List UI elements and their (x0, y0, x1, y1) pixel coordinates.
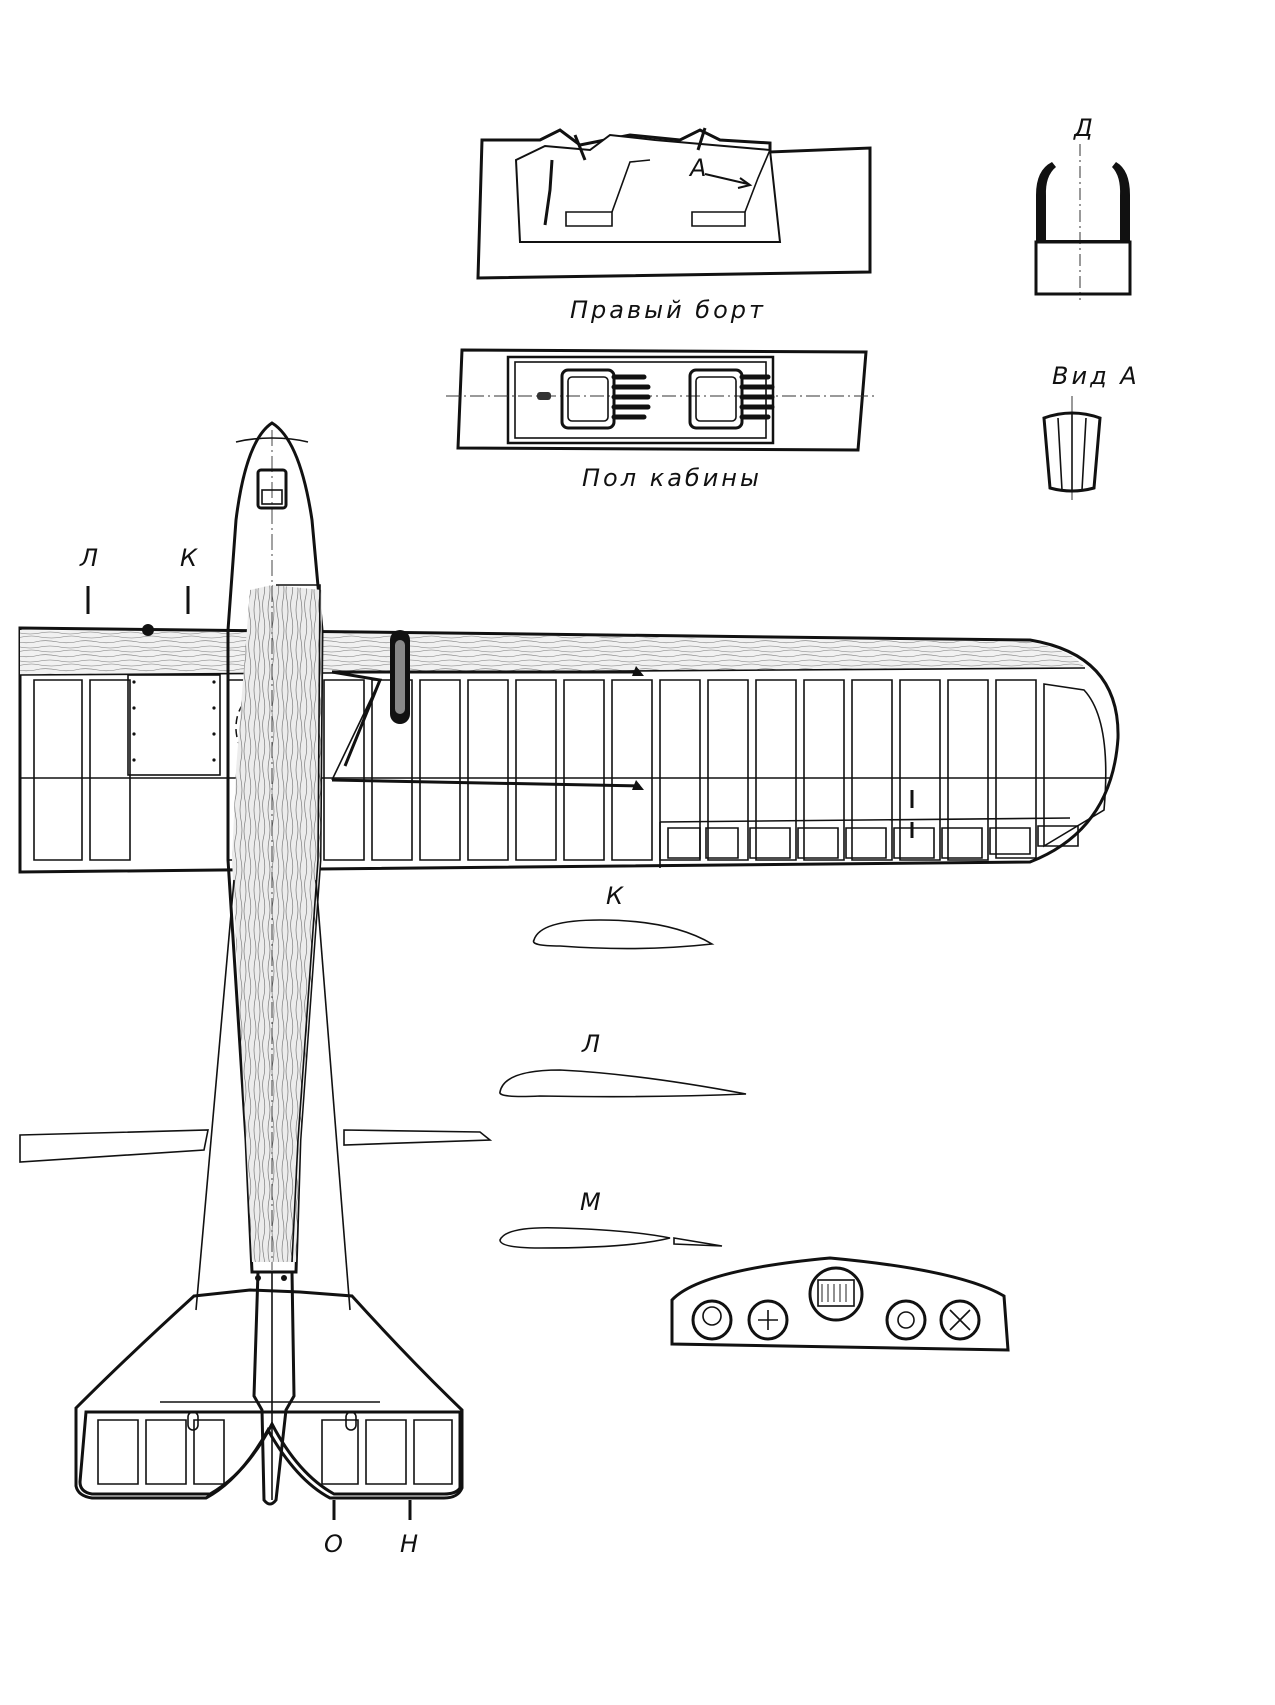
pedal-front (560, 368, 651, 430)
profile-l: Л (499, 1030, 747, 1098)
wing-section-strip (19, 1129, 493, 1163)
wing-ribs (33, 679, 1107, 861)
section-d: Д (1034, 114, 1132, 300)
fuselage (226, 421, 324, 1274)
wing-inspection-panel (132, 680, 216, 762)
view-a: Вид А (1042, 362, 1140, 500)
instrument-panel (670, 1256, 1010, 1352)
section-markers-bottom: О Н (324, 1500, 421, 1558)
profile-k: К (532, 882, 715, 950)
cabin-floor-view: Пол кабины (446, 348, 875, 492)
section-d-label: Д (1073, 114, 1096, 142)
profile-m-label: М (580, 1188, 604, 1216)
arrow-a-label: А (688, 154, 709, 182)
profile-k-label: К (606, 882, 626, 910)
view-a-title: Вид А (1052, 362, 1140, 390)
wing (18, 624, 1120, 874)
profile-m: М (499, 1188, 723, 1249)
cabin-floor-caption: Пол кабины (582, 464, 762, 492)
right-side-caption: Правый борт (570, 296, 766, 324)
section-k-top-label: К (180, 544, 200, 572)
section-l-top-label: Л (79, 544, 101, 572)
section-n-label: Н (400, 1530, 421, 1558)
rudder (252, 1270, 296, 1506)
aileron-cells (667, 825, 1079, 859)
profile-l-label: Л (581, 1030, 603, 1058)
pedal-rear (688, 368, 775, 430)
horizontal-stabilizer (74, 1288, 464, 1500)
cockpit-side-view: А Правый борт (476, 127, 872, 324)
section-markers-top: Л К (79, 544, 200, 614)
bracing-wires (195, 879, 351, 1311)
section-o-label: О (324, 1530, 346, 1558)
